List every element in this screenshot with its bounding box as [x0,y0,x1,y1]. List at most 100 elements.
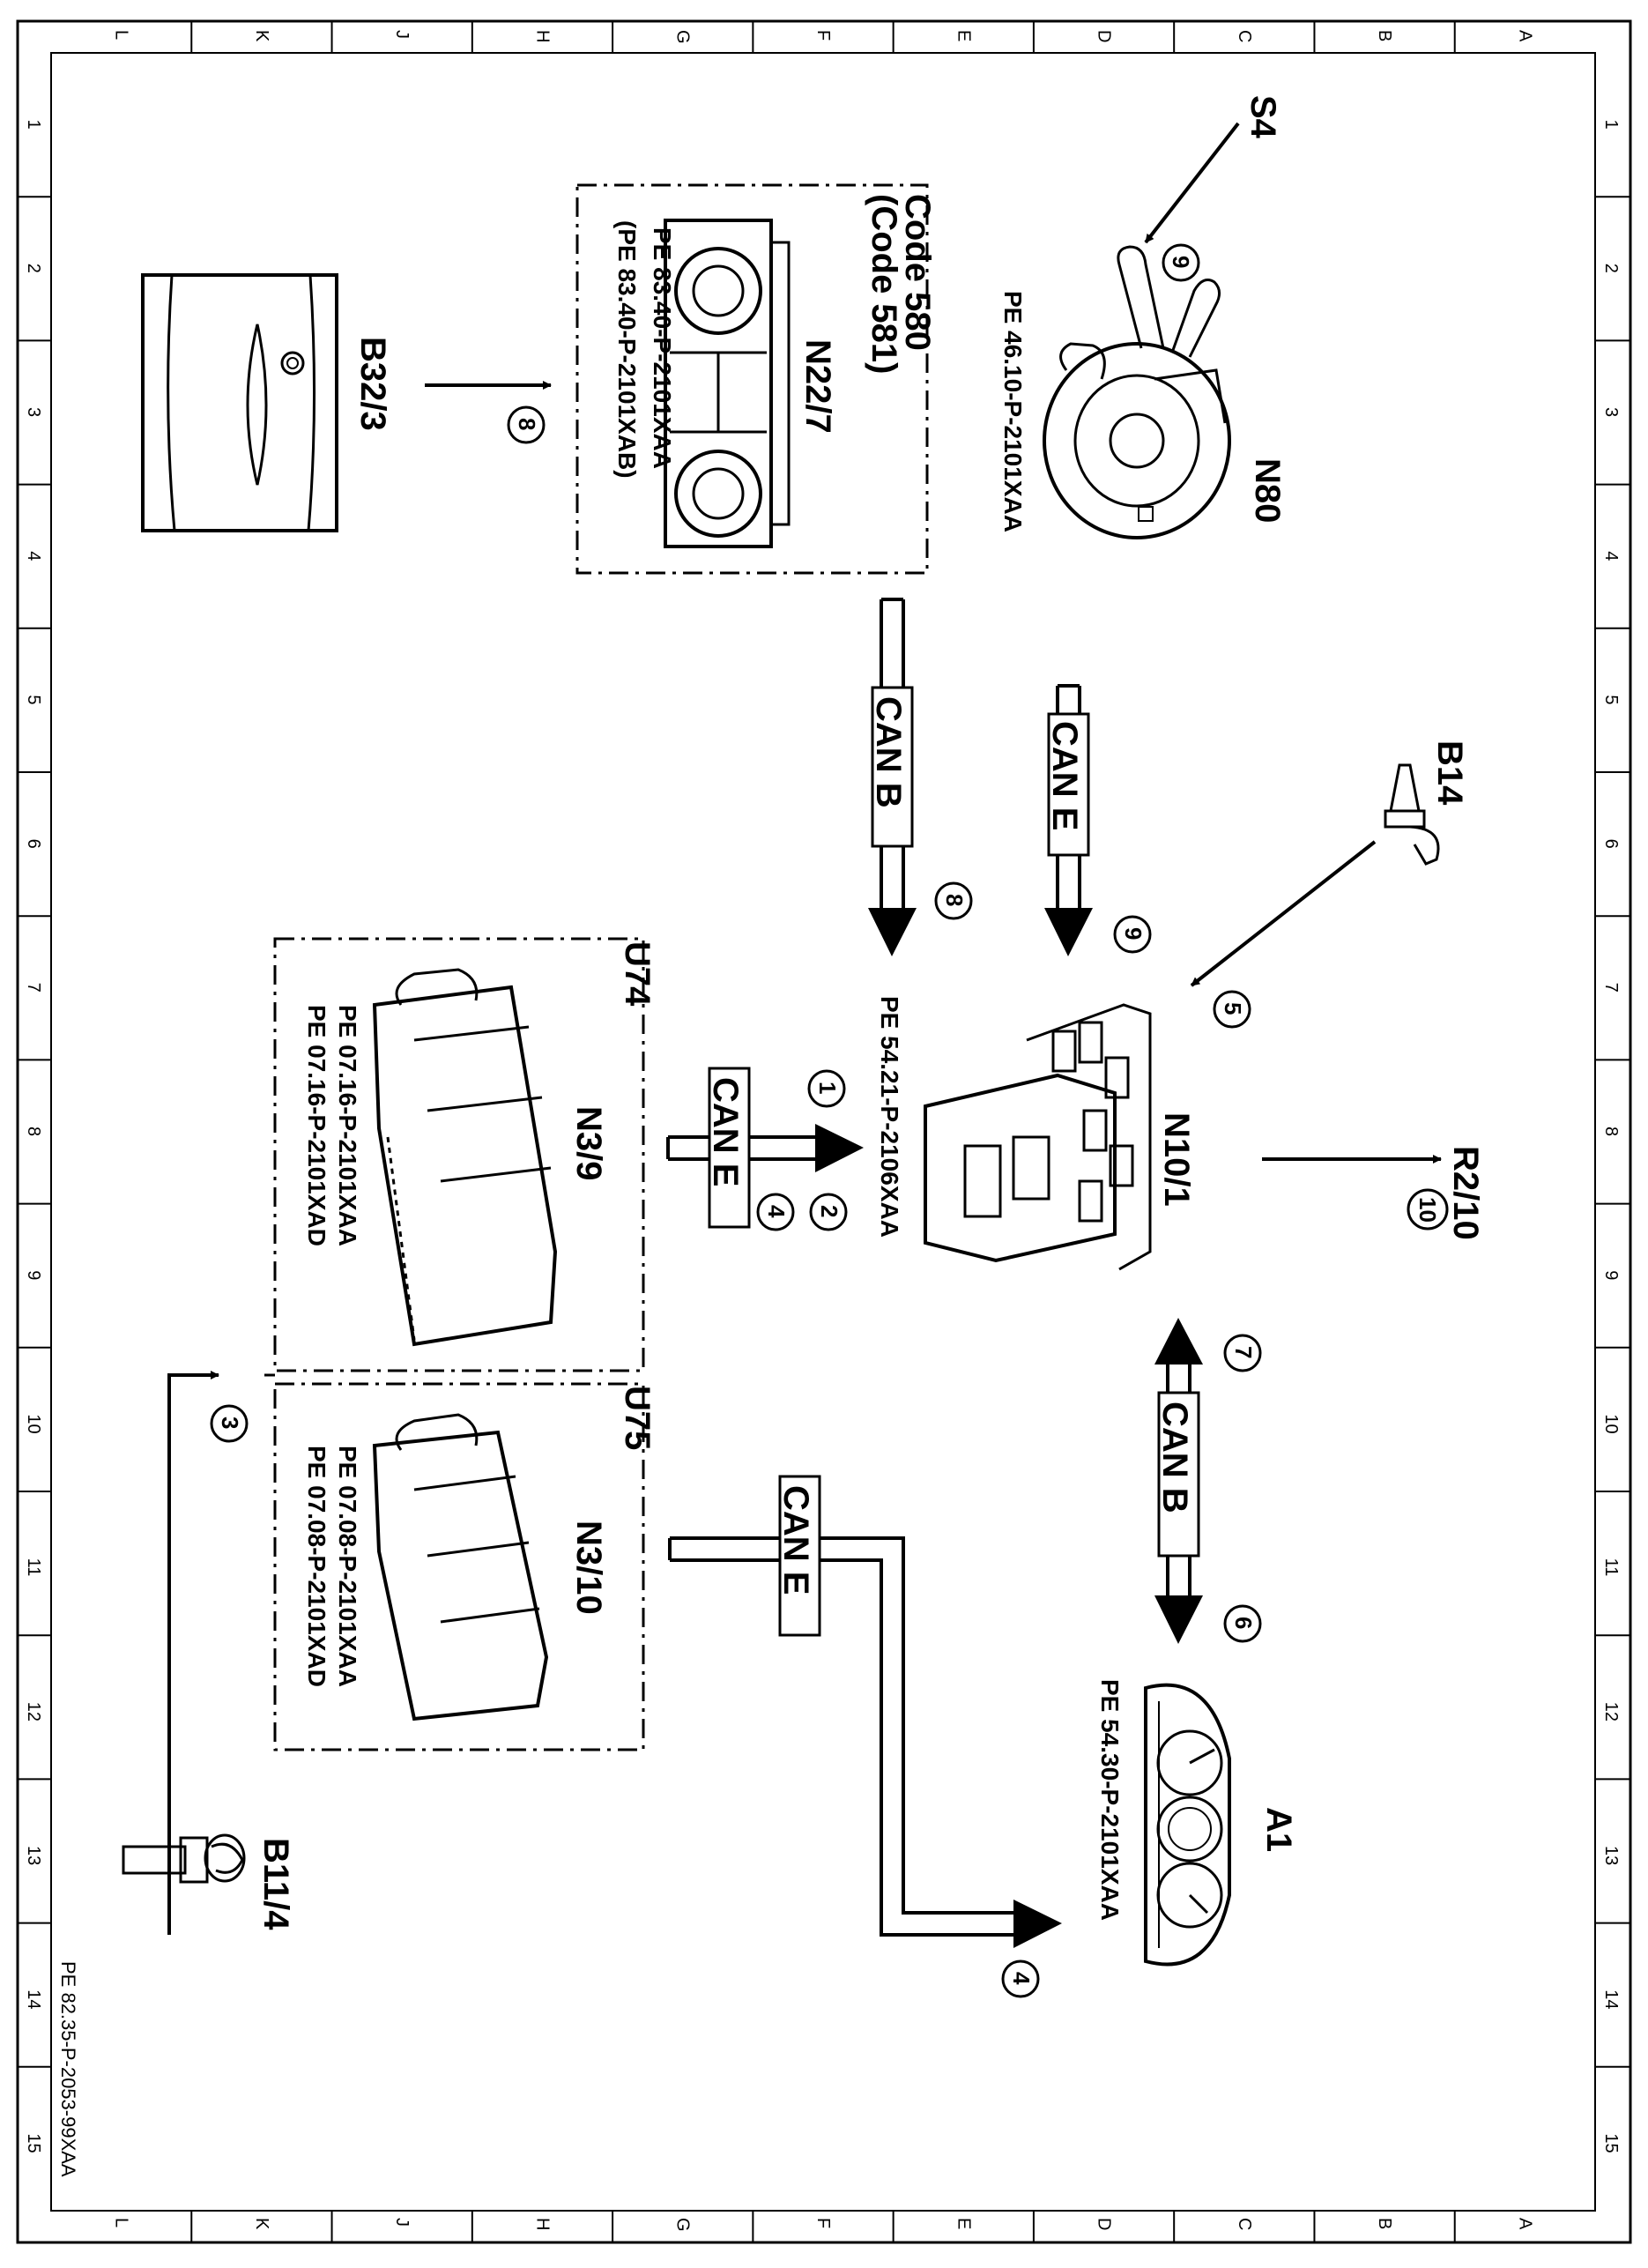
callout-10: 10 [1407,1188,1449,1231]
grid-column-label: L [112,2218,131,2227]
u75-label: U75 [618,1386,657,1450]
n22-reference-1: PE 83.40-P-2101XAA [649,227,676,469]
svg-text:3: 3 [217,1417,243,1429]
b14-sensor [1384,763,1440,866]
svg-text:10: 10 [1414,1197,1441,1223]
grid-column-label: B [1375,30,1394,41]
grid-column-label: K [252,30,271,42]
grid-column-label: D [1095,2218,1114,2230]
n3-9-label: N3/9 [569,1106,608,1181]
grid-row-label: 11 [24,1558,43,1577]
grid-row-label: 14 [1601,1989,1621,2009]
grid-row-label: 3 [1601,407,1621,417]
callout-6: 6 [1223,1604,1262,1643]
callout-5: 5 [1213,990,1251,1029]
can-e-mid-label: CAN E [706,1077,745,1186]
grid-row-label: 13 [24,1846,43,1865]
inner-frame [50,52,1596,2212]
grid-column-label: E [954,2218,973,2229]
n3-10-reference-1: PE 07.08-P-2101XAA [334,1446,361,1687]
n10-reference: PE 54.21-P-2106XAA [876,996,903,1238]
u74-label: U74 [618,941,657,1007]
a1-instrument-cluster [1144,1683,1231,1967]
n80-steering-column-module: N80 [1043,245,1287,539]
grid-column-label: J [392,30,412,39]
can-e-mid-bus: CAN E [666,1067,864,1229]
n80-label: N80 [1248,458,1287,523]
n10-1-label: N10/1 [1157,1112,1196,1207]
r2-10-label: R2/10 [1446,1146,1485,1240]
grid-column-label: B [1375,2218,1394,2229]
n22-7-label: N22/7 [798,339,837,434]
svg-text:4: 4 [1008,1972,1035,1985]
grid-row-label: 10 [1601,1414,1621,1433]
grid-column-label: L [112,30,131,40]
b11-4-line [167,1371,219,1935]
grid-row-label: 4 [1601,551,1621,561]
grid-column-label: C [1235,30,1254,42]
b14-arrow [1190,840,1377,987]
grid-row-label: 14 [24,1989,43,2009]
n3-9-reference-2: PE 07.16-P-2101XAD [303,1005,330,1246]
b14-label: B14 [1430,740,1469,806]
grid-row-label: 12 [24,1702,43,1721]
a1-label: A1 [1259,1807,1298,1852]
code-580-dashed-box [575,183,929,575]
grid-column-label: H [532,2218,552,2230]
code-581-label: (Code 581) [865,194,903,375]
s4-arrow [1144,122,1240,244]
b11-4-sensor [122,1833,246,1884]
svg-text:9: 9 [1168,256,1194,268]
b32-3-sensor-panel [141,273,338,532]
can-b-top-label: CAN B [869,696,908,808]
callout-3: 3 [210,1404,249,1443]
grid-row-label: 9 [1601,1270,1621,1280]
can-e-top-bus: CAN E [1044,684,1093,956]
callout-9-mid: 9 [1113,915,1152,954]
grid-row-label: 15 [1601,2133,1621,2153]
n22-reference-2: (PE 83.40-P-2101XAB) [613,220,641,479]
grid-column-label: D [1095,30,1114,42]
grid-row-label: 12 [1601,1702,1621,1721]
n3-10-label: N3/10 [569,1521,608,1615]
s4-label: S4 [1243,95,1282,139]
grid-row-label: 10 [24,1414,43,1433]
can-e-low-bus: CAN E [668,1475,1062,1948]
n3-10-reference-2: PE 07.08-P-2101XAD [303,1446,330,1687]
can-b-top-bus: CAN B [868,598,917,956]
svg-text:6: 6 [1230,1617,1257,1629]
grid-column-label: A [1515,30,1534,42]
grid-row-label: 3 [24,407,43,417]
svg-text:8: 8 [514,418,540,430]
grid-column-label: E [954,30,973,41]
document-code: PE 82.35-P-2053-99XAA [57,1961,79,2177]
u75-dashed-box [273,1382,645,1751]
svg-text:8: 8 [941,894,968,906]
n80-reference: PE 46.10-P-2101XAA [999,291,1027,532]
callout-9-top: 9 [1162,243,1200,282]
code-580-label: Code 580 [898,194,937,351]
grid-row-label: 1 [1601,120,1621,130]
callout-8-top: 8 [507,405,546,444]
svg-text:5: 5 [1220,1002,1246,1015]
n22-7-control-panel [664,219,791,548]
callout-4-low: 4 [1001,1959,1040,1998]
n3-9-reference-1: PE 07.16-P-2101XAA [334,1005,361,1246]
grid-column-label: H [532,30,552,42]
grid-row-label: 13 [1601,1846,1621,1865]
grid-row-label: 6 [1601,839,1621,849]
grid-row-label: 5 [24,695,43,704]
grid-column-label: A [1515,2218,1534,2230]
a1-reference: PE 54.30-P-2101XAA [1096,1679,1124,1921]
grid-row-label: 4 [24,551,43,561]
callout-2: 2 [809,1193,848,1231]
grid-row-label: 7 [1601,983,1621,993]
grid-row-label: 6 [24,839,43,849]
can-b-low-label: CAN B [1155,1402,1194,1513]
grid-row-label: 5 [1601,695,1621,704]
grid-row-label: 15 [24,2133,43,2153]
grid-column-label: C [1235,2218,1254,2230]
grid-column-label: F [813,2218,833,2228]
